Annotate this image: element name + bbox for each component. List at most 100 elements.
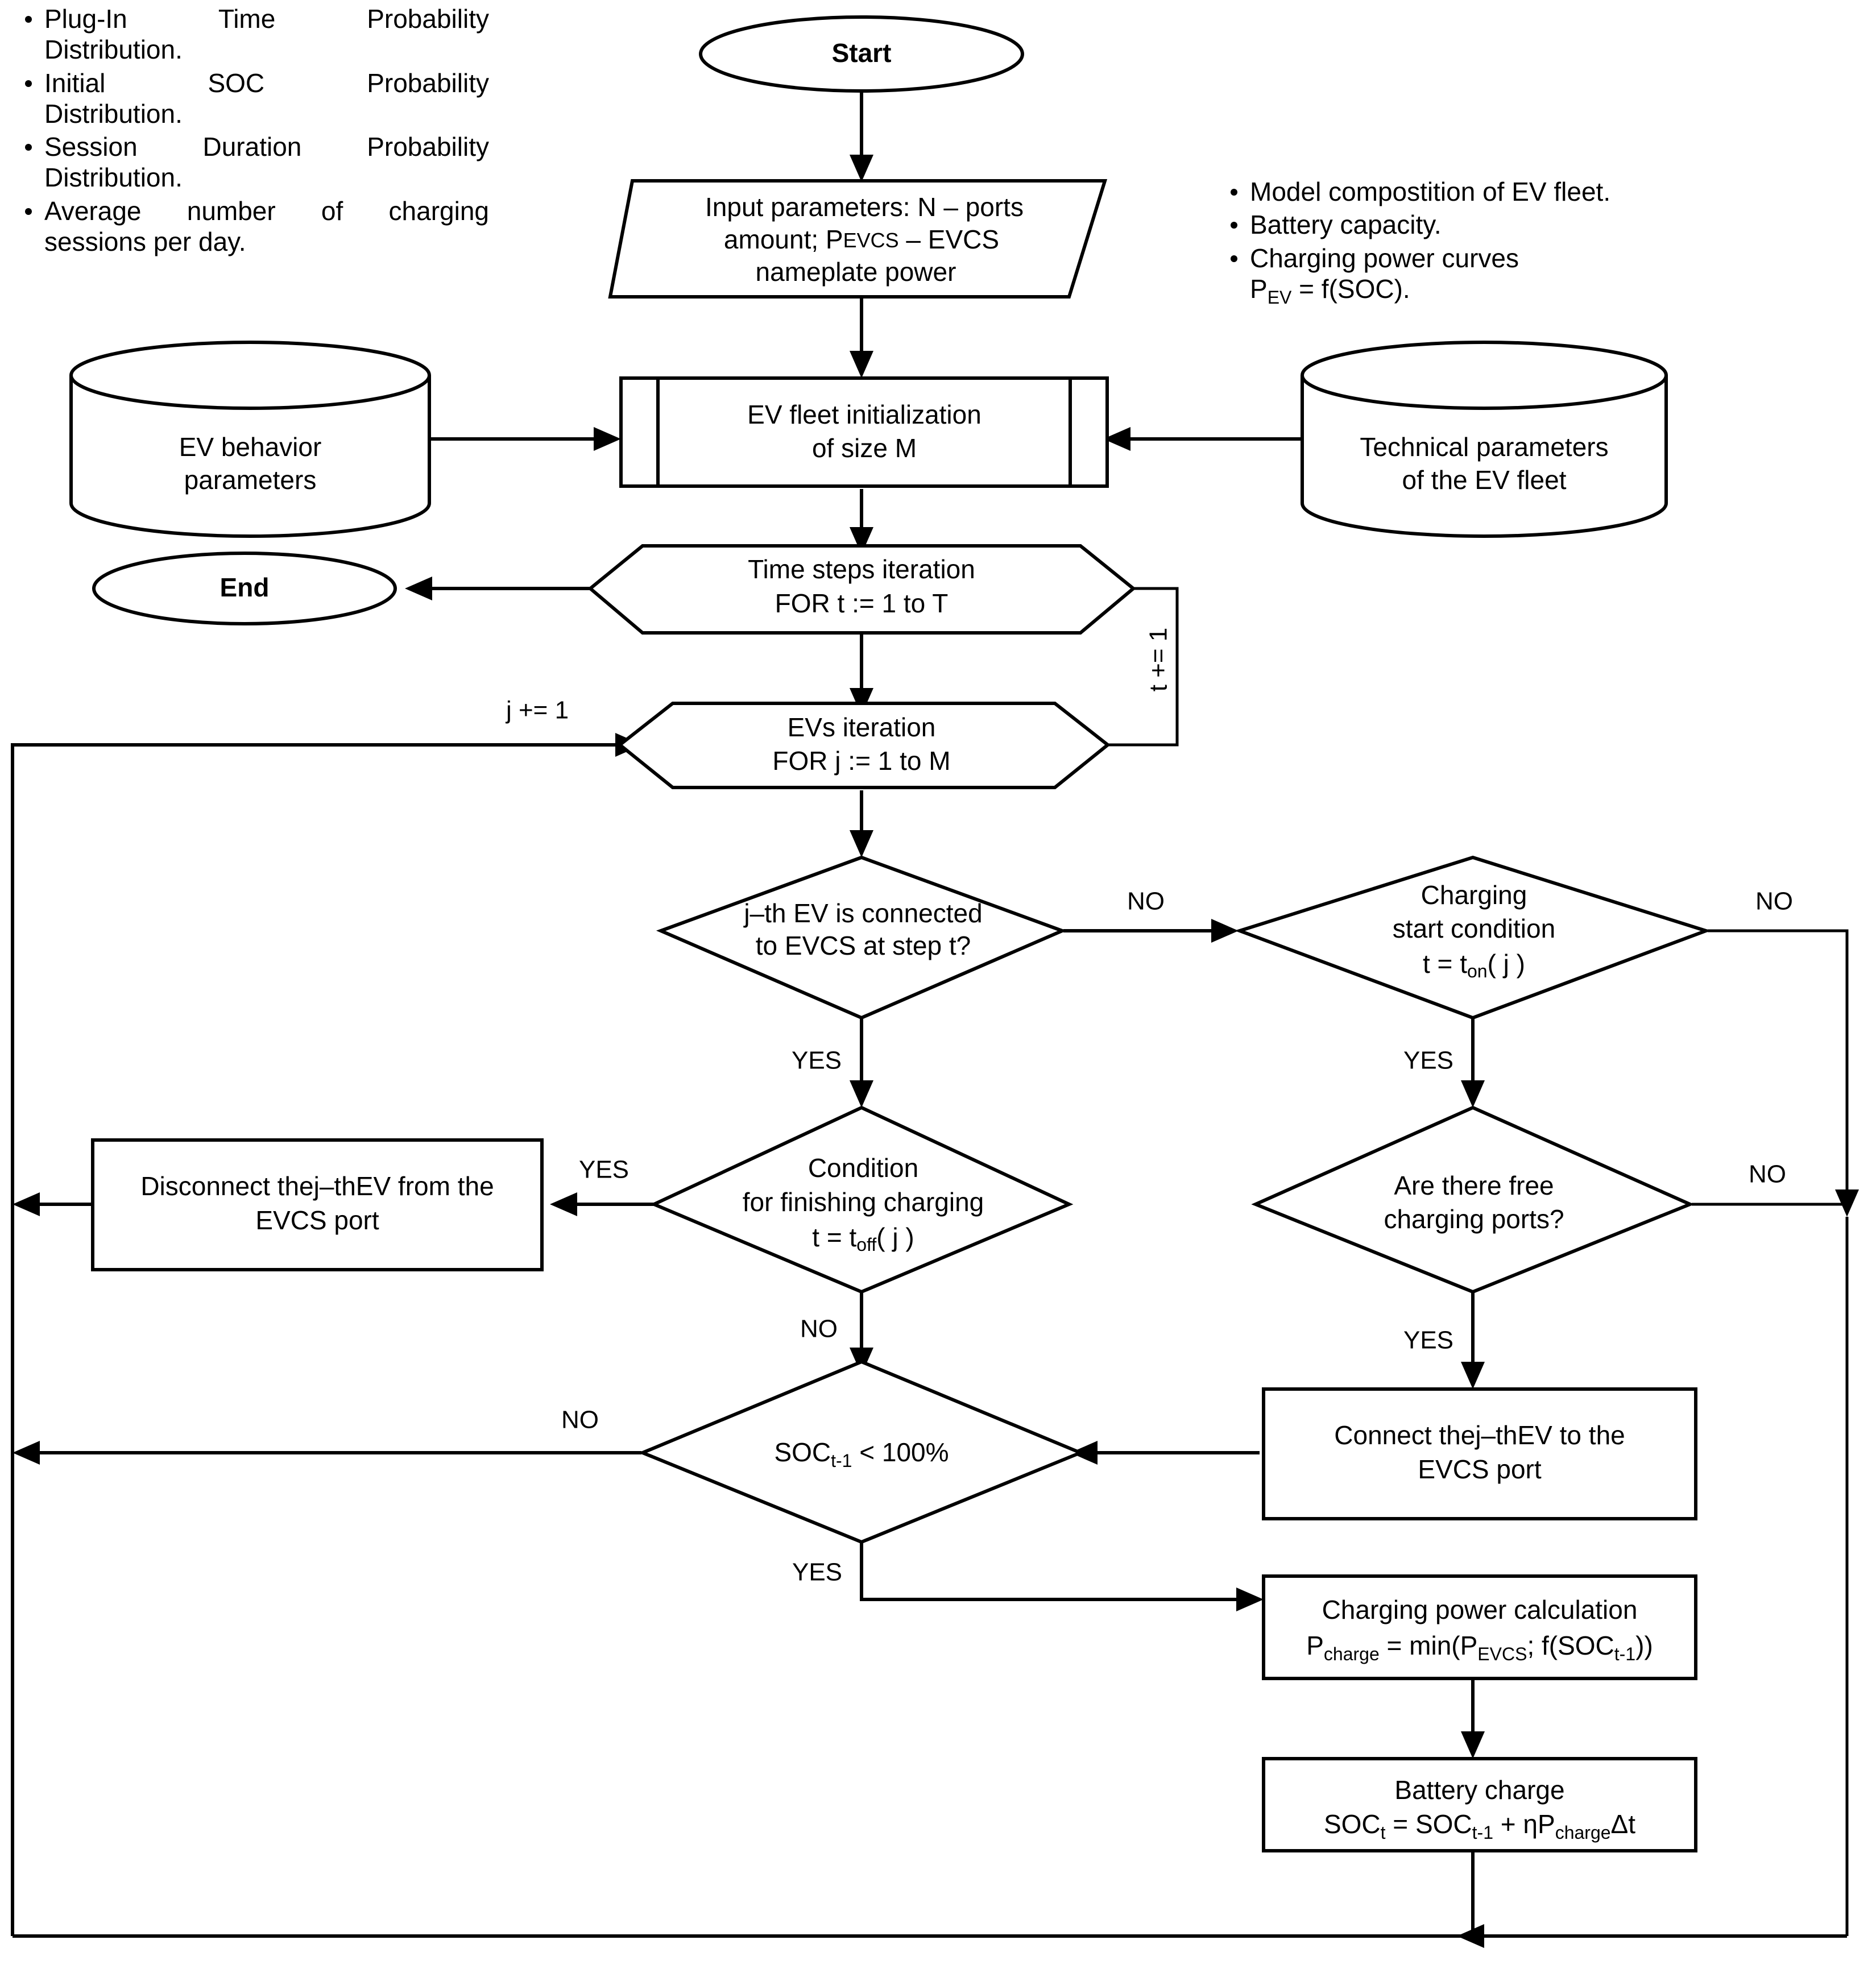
edge-label-startcond-no: NO bbox=[1755, 888, 1793, 915]
battery-charge-shape bbox=[1262, 1757, 1697, 1852]
node-battery-charge: Battery charge SOCt = SOCt-1 + ηPchargeΔ… bbox=[1262, 1757, 1697, 1852]
connect-b: j–th bbox=[1474, 1420, 1517, 1450]
edge-soc-yes bbox=[860, 1542, 1251, 1601]
connect-line2: EVCS port bbox=[1418, 1454, 1542, 1484]
disconnect-a: Disconnect the bbox=[140, 1171, 313, 1201]
power-calc-shape bbox=[1262, 1574, 1697, 1680]
pc-end: )) bbox=[1635, 1631, 1653, 1660]
pc-evcs: EVCS bbox=[1477, 1644, 1527, 1664]
fleet-init-line1: EV fleet initialization bbox=[747, 400, 982, 429]
fleet-init-shape bbox=[619, 376, 1109, 488]
right-bullet-2-formula: PEV = f(SOC). bbox=[1250, 273, 1410, 308]
time-loop-shape bbox=[587, 544, 1136, 635]
end-label: End bbox=[220, 573, 270, 602]
decision-start-condition-line3: t = ton( j ) bbox=[1423, 949, 1525, 981]
arrowhead-freeports-yes bbox=[1461, 1362, 1485, 1389]
left-bullet-2-head: Session Duration Probability bbox=[44, 132, 489, 162]
arrowhead-init-timeloop bbox=[850, 527, 873, 554]
node-decision-start-condition: Charging start condition t = ton( j ) bbox=[1234, 855, 1712, 1020]
decision-soc-text: SOCt-1 < 100% bbox=[774, 1437, 949, 1471]
bc-charge: charge bbox=[1555, 1822, 1611, 1843]
soc-sub: t-1 bbox=[831, 1450, 852, 1471]
arrowhead-timeloop-end bbox=[405, 577, 432, 600]
node-decision-soc: SOCt-1 < 100% bbox=[638, 1359, 1085, 1544]
power-calc-formula: Pcharge = min(PEVCS; f(SOCt-1)) bbox=[1306, 1631, 1653, 1664]
edge-label-finish-no: NO bbox=[800, 1315, 838, 1343]
connector-layer bbox=[11, 86, 1859, 1948]
connect-line1: Connect thej–thEV to the bbox=[1334, 1420, 1625, 1450]
finishcond-f-a: t = t bbox=[812, 1222, 856, 1252]
decision-finish-condition-line1: Condition bbox=[808, 1153, 918, 1183]
decision-free-ports-line2: charging ports? bbox=[1384, 1204, 1564, 1234]
right-bullet-item-1: Battery capacity. bbox=[1231, 209, 1820, 240]
arrowhead-disconnect-leftrail bbox=[13, 1192, 40, 1216]
node-time-loop: Time steps iteration FOR t := 1 to T bbox=[587, 544, 1136, 635]
arrowhead-technicaldb-init bbox=[1103, 427, 1130, 451]
left-bullet-0-head: Plug-In Time Probability bbox=[44, 4, 489, 34]
start-terminator-shape bbox=[699, 15, 1024, 93]
bc-dt: Δt bbox=[1611, 1809, 1636, 1839]
left-bullet-2-tail: Distribution. bbox=[44, 163, 183, 193]
bc-plus: + ηP bbox=[1493, 1809, 1555, 1839]
input-line2-sub: EVCS bbox=[843, 229, 899, 252]
arrowhead-startcond-yes bbox=[1461, 1080, 1485, 1108]
node-decision-connected: j–th EV is connected to EVCS at step t? bbox=[656, 855, 1067, 1020]
arrowhead-soc-yes bbox=[1236, 1587, 1264, 1611]
edge-label-connected-no: NO bbox=[1127, 888, 1165, 915]
node-power-calc: Charging power calculation Pcharge = min… bbox=[1262, 1574, 1697, 1680]
disconnect-line1: Disconnect thej–thEV from the bbox=[140, 1171, 494, 1201]
node-ev-loop: EVs iteration FOR j := 1 to M bbox=[617, 702, 1111, 789]
battery-charge-line1: Battery charge bbox=[1394, 1775, 1564, 1805]
left-bullet-3-head: Average number of charging bbox=[44, 196, 489, 226]
arrowhead-behaviordb-init bbox=[594, 427, 621, 451]
node-connect: Connect thej–thEV to the EVCS port bbox=[1262, 1387, 1697, 1520]
bc-soc: SOC bbox=[1324, 1809, 1381, 1839]
decision-free-ports-shape bbox=[1251, 1105, 1695, 1294]
ev-technical-db-top-ellipse bbox=[1301, 375, 1668, 410]
node-fleet-init: EV fleet initialization of size M bbox=[619, 376, 1109, 488]
decision-start-condition-line2: start condition bbox=[1393, 914, 1555, 943]
ev-behavior-db-top-ellipse bbox=[69, 375, 431, 410]
connect-shape bbox=[1262, 1387, 1697, 1520]
edge-startcond-no bbox=[1708, 929, 1849, 1204]
soc-b: < 100% bbox=[852, 1437, 949, 1467]
edge-label-connected-yes: YES bbox=[792, 1047, 842, 1075]
left-bullet-item-3: Average number of charging sessions per … bbox=[25, 196, 489, 258]
disconnect-c: EV from the bbox=[356, 1171, 494, 1201]
left-bullet-1-head: Initial SOC Probability bbox=[44, 68, 489, 98]
connect-c: EV to the bbox=[1518, 1420, 1625, 1450]
arrowhead-start-input bbox=[850, 155, 873, 182]
input-line2-b: – EVCS bbox=[899, 225, 999, 254]
left-bullet-item-2: Session Duration Probability Distributio… bbox=[25, 131, 489, 193]
edge-label-j-increment: j += 1 bbox=[505, 697, 569, 724]
fleet-init-line2: of size M bbox=[812, 433, 917, 463]
arrowhead-input-init bbox=[850, 351, 873, 378]
decision-finish-condition-shape bbox=[649, 1105, 1074, 1294]
end-terminator-shape bbox=[92, 552, 397, 625]
ev-loop-line1: EVs iteration bbox=[788, 712, 936, 742]
edge-label-t-increment: t += 1 bbox=[1145, 628, 1173, 692]
decision-free-ports-line1: Are there free bbox=[1394, 1171, 1554, 1200]
startcond-f-sub: on bbox=[1467, 961, 1488, 981]
input-line2-a: amount; P bbox=[724, 225, 843, 254]
right-bullet-2-label: Charging power curves bbox=[1250, 243, 1519, 273]
edge-label-startcond-yes: YES bbox=[1403, 1047, 1453, 1075]
battery-charge-formula: SOCt = SOCt-1 + ηPchargeΔt bbox=[1324, 1809, 1635, 1843]
rb-rest: = f(SOC). bbox=[1291, 273, 1410, 304]
time-loop-line2: FOR t := 1 to T bbox=[775, 588, 949, 618]
arrowhead-finish-yes bbox=[550, 1192, 577, 1216]
start-label: Start bbox=[832, 38, 892, 68]
ev-technical-db-line1: Technical parameters bbox=[1360, 432, 1608, 462]
decision-connected-shape bbox=[656, 855, 1067, 1020]
bc-t: t bbox=[1381, 1822, 1386, 1843]
finishcond-f-sub: off bbox=[856, 1234, 876, 1255]
rb-sub: EV bbox=[1267, 287, 1292, 308]
startcond-f-a: t = t bbox=[1423, 949, 1467, 979]
decision-finish-condition-line2: for finishing charging bbox=[743, 1187, 984, 1217]
left-bullet-1-tail: Distribution. bbox=[44, 98, 183, 129]
connect-a: Connect the bbox=[1334, 1420, 1475, 1450]
arrowhead-freeports-no bbox=[1835, 1189, 1859, 1217]
soc-a: SOC bbox=[774, 1437, 831, 1467]
decision-soc-shape bbox=[638, 1359, 1085, 1544]
